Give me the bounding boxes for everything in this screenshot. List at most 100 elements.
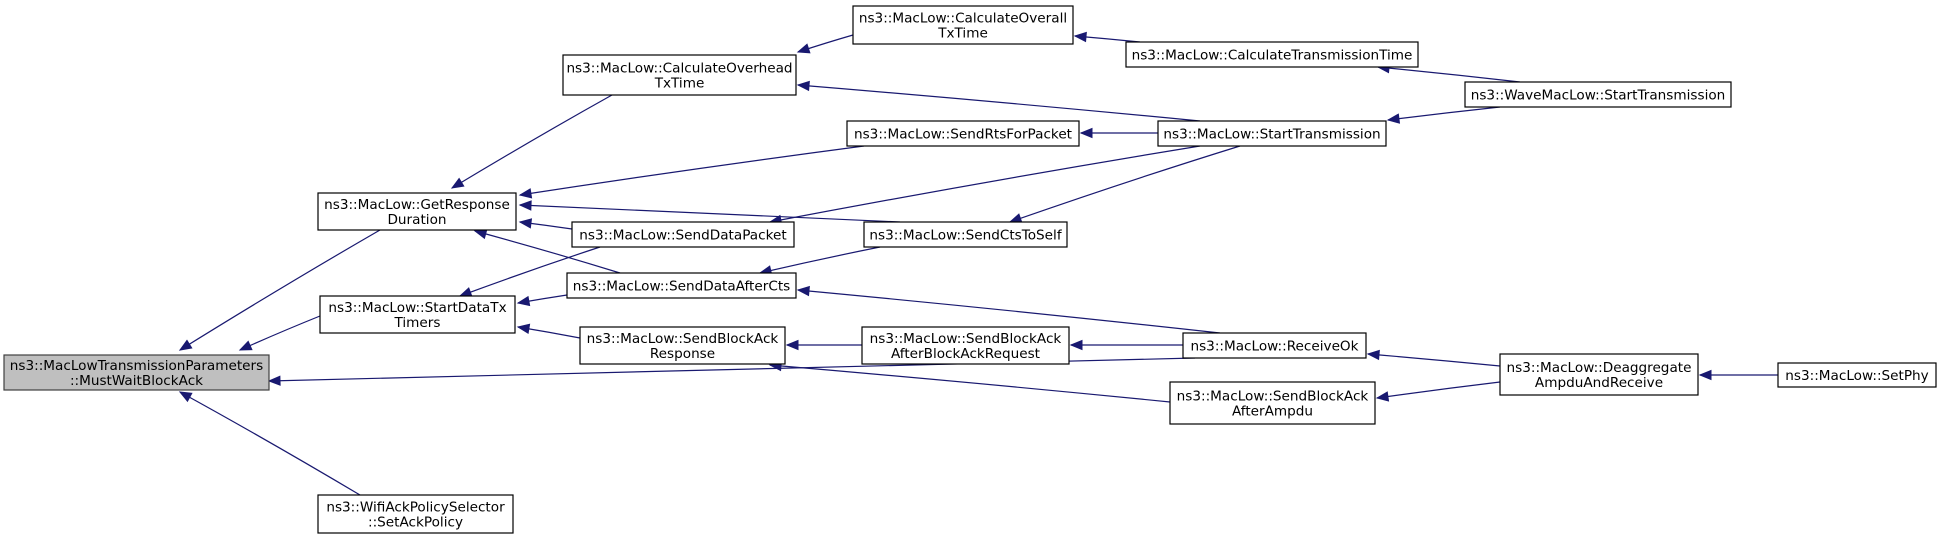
node-label-senddata-0: ns3::MacLow::SendDataPacket xyxy=(579,228,786,244)
edge-deaggregate-to-sendblockafterampdu xyxy=(1376,381,1501,399)
node-box-wifiack[interactable] xyxy=(317,494,514,534)
arrowhead-startdatatx-to-mustwait xyxy=(238,340,253,351)
arrowhead-senddataafter-to-getresp xyxy=(473,228,488,240)
arrowhead-calcoverhead-to-getresp xyxy=(450,177,465,189)
node-box-calctrans[interactable] xyxy=(1125,41,1419,68)
node-label-calcoverhead-0: ns3::MacLow::CalculateOverhead xyxy=(566,61,792,77)
node-label-starttrans-0: ns3::MacLow::StartTransmission xyxy=(1163,127,1380,143)
edge-receiveok-to-senddataafter xyxy=(797,289,1221,334)
edge-starttrans-to-senddata xyxy=(769,145,1201,223)
node-starttrans[interactable]: ns3::MacLow::StartTransmission xyxy=(1157,120,1387,147)
arrowhead-wavestart-to-starttrans xyxy=(1386,113,1401,124)
node-label-sendblockafterreq-1: AfterBlockAckRequest xyxy=(891,346,1040,362)
arrowhead-deaggregate-to-receiveok xyxy=(1366,349,1380,361)
node-senddataafter[interactable]: ns3::MacLow::SendDataAfterCts xyxy=(566,272,797,299)
node-label-setphy-0: ns3::MacLow::SetPhy xyxy=(1785,368,1928,384)
node-label-wavestart-0: ns3::WaveMacLow::StartTransmission xyxy=(1471,88,1726,104)
arrowhead-receiveok-to-sendblockafterreq xyxy=(1069,339,1083,351)
node-sendrts[interactable]: ns3::MacLow::SendRtsForPacket xyxy=(846,120,1080,147)
node-box-calcoverhead[interactable] xyxy=(562,54,797,96)
node-box-startdatatx[interactable] xyxy=(319,295,516,334)
node-label-sendblockresp-1: Response xyxy=(650,346,715,362)
arrowhead-setphy-to-deaggregate xyxy=(1698,369,1712,381)
edge-sendrts-to-getresp xyxy=(519,145,865,196)
node-wifiack[interactable]: ns3::WifiAckPolicySelector::SetAckPolicy xyxy=(317,494,514,534)
node-senddata[interactable]: ns3::MacLow::SendDataPacket xyxy=(571,221,795,248)
node-label-sendblockresp-0: ns3::MacLow::SendBlockAck xyxy=(587,331,779,347)
node-box-sendcts[interactable] xyxy=(863,221,1068,248)
node-box-deaggregate[interactable] xyxy=(1499,353,1699,396)
node-receiveok[interactable]: ns3::MacLow::ReceiveOk xyxy=(1182,332,1367,359)
arrowhead-calctrans-to-calcoverall xyxy=(1073,31,1087,43)
arrowhead-starttrans-to-calcoverhead xyxy=(796,80,810,92)
edge-senddataafter-to-getresp xyxy=(474,230,621,274)
node-label-deaggregate-1: AmpduAndReceive xyxy=(1535,375,1663,391)
arrowhead-senddataafter-to-startdatatx xyxy=(516,295,531,307)
arrowhead-starttrans-to-sendcts xyxy=(1008,213,1023,224)
edge-wavestart-to-calctrans xyxy=(1377,66,1521,83)
node-box-calcoverall[interactable] xyxy=(852,5,1074,45)
edge-wavestart-to-starttrans xyxy=(1387,106,1501,121)
node-label-wifiack-1: ::SetAckPolicy xyxy=(368,515,463,531)
node-label-deaggregate-0: ns3::MacLow::Deaggregate xyxy=(1507,360,1692,376)
arrowhead-wifiack-to-mustwait xyxy=(178,391,193,403)
node-label-sendcts-0: ns3::MacLow::SendCtsToSelf xyxy=(869,228,1062,244)
node-box-setphy[interactable] xyxy=(1777,362,1937,388)
arrowhead-starttrans-to-sendrts xyxy=(1079,127,1093,139)
node-box-sendblockafterampdu[interactable] xyxy=(1169,381,1376,425)
node-label-receiveok-0: ns3::MacLow::ReceiveOk xyxy=(1190,339,1358,355)
arrowhead-getresp-to-mustwait xyxy=(178,339,193,351)
node-label-getresp-1: Duration xyxy=(387,212,446,228)
arrowhead-sendrts-to-getresp xyxy=(518,188,533,199)
node-setphy[interactable]: ns3::MacLow::SetPhy xyxy=(1777,362,1937,388)
node-label-sendrts-0: ns3::MacLow::SendRtsForPacket xyxy=(854,127,1072,143)
node-label-mustwait-0: ns3::MacLowTransmissionParameters xyxy=(10,358,263,374)
arrowhead-senddata-to-startdatatx xyxy=(458,287,473,297)
node-wavestart[interactable]: ns3::WaveMacLow::StartTransmission xyxy=(1464,81,1732,108)
node-calctrans[interactable]: ns3::MacLow::CalculateTransmissionTime xyxy=(1125,41,1419,68)
edge-starttrans-to-sendcts xyxy=(1009,145,1241,223)
node-label-getresp-0: ns3::MacLow::GetResponse xyxy=(324,197,510,213)
arrowhead-receiveok-to-senddataafter xyxy=(796,285,810,297)
node-mustwait[interactable]: ns3::MacLowTransmissionParameters::MustW… xyxy=(3,354,270,391)
node-box-wavestart[interactable] xyxy=(1464,81,1732,108)
arrowhead-sendblockafterreq-to-sendblockresp xyxy=(785,339,799,351)
edge-sendblockafterampdu-to-sendblockresp xyxy=(769,364,1171,403)
nodes-layer: ns3::MacLowTransmissionParameters::MustW… xyxy=(3,5,1937,534)
edge-calcoverhead-to-getresp xyxy=(451,94,613,189)
edge-startdatatx-to-mustwait xyxy=(239,315,321,351)
arrowhead-calcoverall-to-calcoverhead xyxy=(796,43,811,54)
arrowhead-senddata-to-getresp xyxy=(518,218,533,229)
node-label-calcoverhead-1: TxTime xyxy=(654,76,705,92)
edge-deaggregate-to-receiveok xyxy=(1367,353,1501,367)
node-box-sendblockresp[interactable] xyxy=(579,326,786,365)
node-label-wifiack-0: ns3::WifiAckPolicySelector xyxy=(326,500,505,516)
node-box-senddata[interactable] xyxy=(571,221,795,248)
arrowhead-sendblockresp-to-startdatatx xyxy=(516,323,531,335)
arrowhead-receiveok-to-mustwait xyxy=(267,375,281,386)
edge-starttrans-to-calcoverhead xyxy=(797,84,1201,122)
node-box-senddataafter[interactable] xyxy=(566,272,797,299)
node-sendcts[interactable]: ns3::MacLow::SendCtsToSelf xyxy=(863,221,1068,248)
node-sendblockafterreq[interactable]: ns3::MacLow::SendBlockAckAfterBlockAckRe… xyxy=(861,326,1070,365)
node-label-sendblockafterampdu-1: AfterAmpdu xyxy=(1232,404,1313,420)
edge-sendcts-to-getresp xyxy=(519,204,901,223)
node-box-mustwait[interactable] xyxy=(3,354,270,391)
edge-getresp-to-mustwait xyxy=(179,229,381,351)
node-box-getresp[interactable] xyxy=(317,192,517,231)
node-label-startdatatx-0: ns3::MacLow::StartDataTx xyxy=(328,300,506,316)
node-label-calctrans-0: ns3::MacLow::CalculateTransmissionTime xyxy=(1132,48,1413,64)
node-box-sendblockafterreq[interactable] xyxy=(861,326,1070,365)
node-box-sendrts[interactable] xyxy=(846,120,1080,147)
node-label-sendblockafterreq-0: ns3::MacLow::SendBlockAck xyxy=(870,331,1062,347)
node-box-starttrans[interactable] xyxy=(1157,120,1387,147)
node-box-receiveok[interactable] xyxy=(1182,332,1367,359)
